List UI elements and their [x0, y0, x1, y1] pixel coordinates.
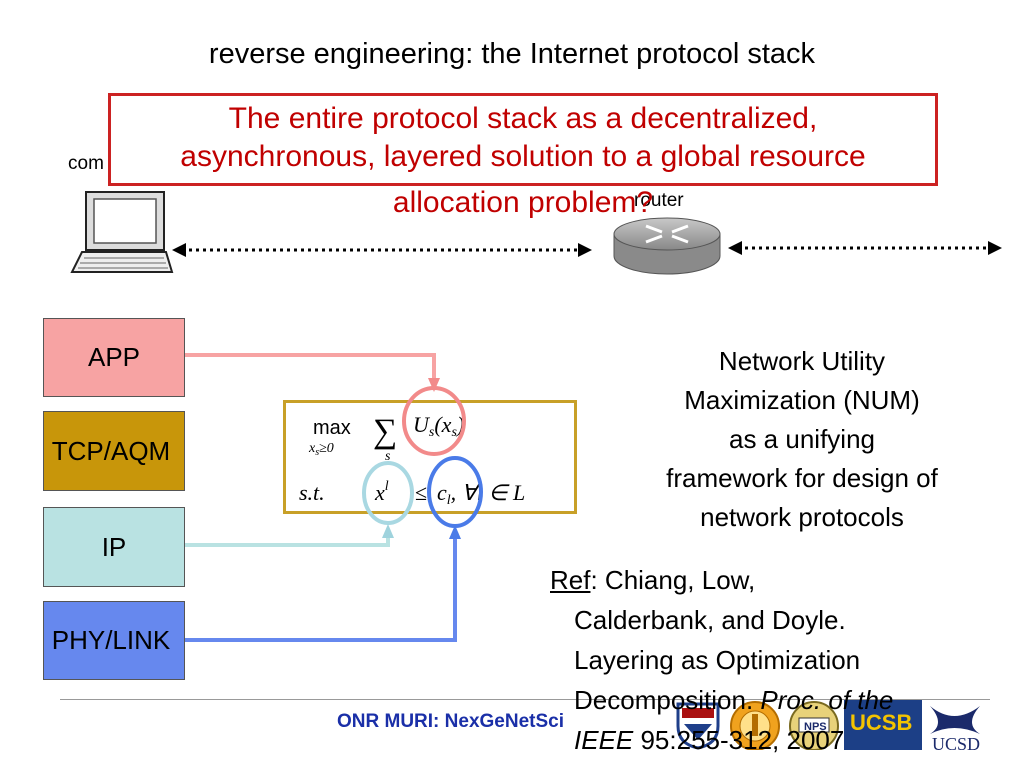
svg-text:UCSD: UCSD: [932, 734, 980, 750]
arrow-ip-rate: [185, 535, 390, 547]
num-formula: max xs≥0 ∑ s Us(xs) s.t. xl ≤ cl, ∀l ∈ L: [299, 412, 525, 508]
arrow-app-utility: [185, 353, 436, 380]
nps-logo-icon: NPS: [789, 701, 839, 750]
footer-divider: [60, 699, 990, 700]
layer-label: APP: [87, 342, 141, 372]
arrowhead-icon: [428, 378, 440, 392]
constraint-st: s.t.: [299, 480, 325, 505]
ref-label: Ref: [550, 565, 591, 595]
layer-tcp-aqm: TCP/AQM: [43, 411, 185, 491]
arrowhead-right-icon: [578, 243, 592, 257]
svg-text:NPS: NPS: [804, 721, 827, 733]
max-subscript: xs≥0: [308, 441, 334, 458]
layer-label: IP: [101, 531, 127, 562]
arrowhead-left-icon: [728, 241, 742, 255]
ref-line-5a: IEEE: [574, 725, 634, 755]
ref-line-4a: Decomposition.: [574, 685, 761, 715]
num-description: Network Utility Maximization (NUM) as a …: [612, 342, 992, 537]
arrow-phy-capacity: [185, 537, 457, 642]
router-label: router: [634, 190, 684, 211]
num-line-5: network protocols: [700, 502, 904, 532]
svg-text:s: s: [385, 449, 391, 464]
layer-label: TCP/AQM: [51, 435, 171, 466]
computer-label: com: [68, 153, 104, 174]
ref-line-1: : Chiang, Low,: [590, 565, 756, 595]
leq-symbol: ≤: [415, 480, 427, 505]
network-links: [172, 241, 1002, 257]
callout-line-3: allocation problem?: [392, 186, 654, 219]
arrowhead-right-icon: [988, 241, 1002, 255]
layer-app: APP: [43, 318, 185, 397]
ref-line-5b: 95:255-312, 2007: [633, 725, 845, 755]
layer-phy-link: PHY/LINK: [43, 601, 185, 680]
arrowhead-icon: [449, 525, 461, 539]
max-operator: max: [313, 417, 351, 439]
highlight-rate: [362, 461, 414, 525]
num-line-4: framework for design of: [666, 463, 938, 493]
reference-text: Ref: Chiang, Low, Calderbank, and Doyle.…: [550, 560, 1020, 760]
sum-symbol: ∑: [373, 413, 397, 450]
callout-box: The entire protocol stack as a decentral…: [108, 93, 938, 186]
svg-text:UCSB: UCSB: [850, 710, 912, 735]
ucsd-logo-icon: UCSD: [930, 706, 980, 750]
upenn-logo-icon: [676, 702, 720, 750]
callout-line-1: The entire protocol stack as a decentral…: [228, 102, 818, 135]
router-icon: [613, 217, 721, 275]
computer-icon: [70, 191, 174, 273]
num-line-3: as a unifying: [729, 424, 875, 454]
arrowhead-left-icon: [172, 243, 186, 257]
page-title: reverse engineering: the Internet protoc…: [208, 38, 816, 70]
utility-function: Us(xs): [413, 412, 464, 440]
layer-label: PHY/LINK: [51, 625, 171, 655]
ref-line-4b: Proc. of the: [760, 685, 894, 715]
arrowhead-icon: [382, 524, 394, 538]
num-line-2: Maximization (NUM): [684, 385, 920, 415]
callout-line-2: asynchronous, layered solution to a glob…: [180, 140, 866, 173]
caltech-logo-icon: [730, 701, 780, 750]
footer-text: ONR MURI: NexGeNetSci: [337, 711, 564, 732]
ref-line-3: Layering as Optimization: [574, 645, 861, 675]
layer-ip: IP: [43, 507, 185, 587]
highlight-capacity: [427, 456, 483, 528]
highlight-utility: [402, 386, 466, 456]
ucsb-logo-icon: UCSB: [844, 700, 922, 750]
ref-line-2: Calderbank, and Doyle.: [574, 605, 846, 635]
num-formula-box: [283, 400, 577, 514]
num-line-1: Network Utility: [718, 346, 886, 376]
